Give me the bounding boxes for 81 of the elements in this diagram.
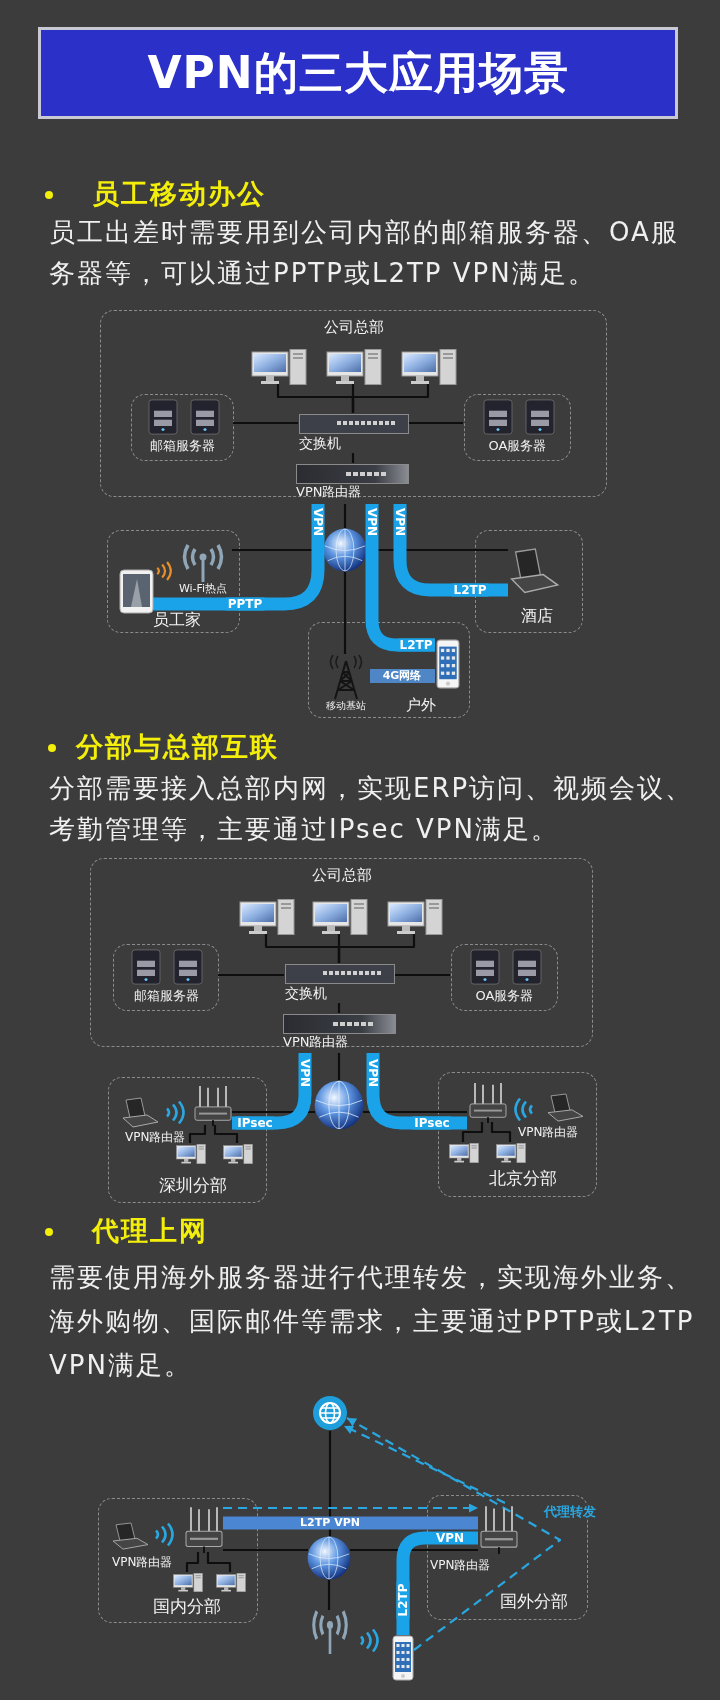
- dashed-group-box: [451, 944, 558, 1011]
- device-label: VPN路由器: [112, 1555, 173, 1569]
- group-label: 国外分部: [500, 1592, 568, 1612]
- connection-line: [337, 934, 416, 963]
- connection-line: [213, 1125, 239, 1143]
- connection-line: [394, 973, 450, 977]
- dashed-group-box: [131, 394, 234, 461]
- tunnel-label: VPN: [394, 506, 406, 538]
- group-label: 公司总部: [323, 319, 384, 337]
- connection-line: [232, 1110, 315, 1114]
- vpn-tunnel: [223, 1516, 478, 1530]
- paragraph: 员工出差时需要用到公司内部的邮箱服务器、OA服务器等，可以通过PPTP或L2TP VPN满足。: [49, 216, 680, 290]
- edge-label: IPsec: [412, 1116, 452, 1130]
- edge-label: IPsec: [235, 1116, 275, 1130]
- group-label: 国内分部: [153, 1597, 221, 1617]
- device-label: VPN路由器: [125, 1130, 186, 1144]
- dashed-arrow: [223, 1503, 478, 1513]
- group-label: 户外: [406, 697, 436, 715]
- dashed-group-box: [98, 1498, 258, 1623]
- device-label: VPN路由器: [283, 1035, 349, 1050]
- group-label: OA服务器: [475, 989, 534, 1004]
- group-label: 公司总部: [311, 867, 372, 885]
- connection-line: [351, 384, 430, 413]
- paragraph: 需要使用海外服务器进行代理转发，实现海外业务、海外购物、国际邮件等需求，主要通过PPTP或L2TP VPN满足。: [49, 1261, 696, 1382]
- group-label: 邮箱服务器: [133, 989, 199, 1004]
- tunnel-label: VPN: [434, 1532, 466, 1544]
- connection-line: [461, 1122, 484, 1142]
- double-arrow: [370, 669, 435, 683]
- section-heading: 代理上网: [92, 1214, 208, 1248]
- device-label: VPN路由器: [430, 1558, 491, 1572]
- connection-line: [327, 1580, 331, 1610]
- group-label: 北京分部: [489, 1169, 557, 1189]
- dashed-arrow: [346, 1417, 562, 1651]
- device-label: 交换机: [299, 435, 341, 452]
- edge-label: L2TP VPN: [298, 1517, 362, 1529]
- section-heading: 员工移动办公: [92, 177, 266, 211]
- dashed-group-box: [100, 310, 607, 497]
- connection-line: [188, 1125, 207, 1143]
- connection-line: [363, 1110, 467, 1114]
- section-heading: 分部与总部互联: [76, 730, 279, 764]
- tunnel-label: VPN: [366, 506, 378, 538]
- tunnel-label: VPN: [312, 506, 324, 538]
- dashed-group-box: [90, 858, 593, 1047]
- device-label: VPN路由器: [518, 1125, 579, 1139]
- connection-line: [343, 504, 347, 528]
- dashed-group-box: [113, 944, 219, 1011]
- device-label: VPN路由器: [296, 485, 362, 500]
- edge-label: 代理转发: [542, 1505, 598, 1519]
- connection-line: [223, 1548, 308, 1552]
- group-label: 邮箱服务器: [150, 439, 215, 454]
- connection-line: [408, 421, 463, 425]
- tunnel-label: VPN: [367, 1057, 379, 1089]
- device-label: 移动基站: [326, 700, 366, 712]
- connection-line: [343, 572, 347, 654]
- vpn-tunnel: [153, 504, 325, 611]
- connection-line: [185, 1552, 200, 1572]
- edge-label: L2TP: [451, 583, 489, 597]
- group-label: OA服务器: [488, 439, 547, 454]
- edge-label: L2TP: [396, 1581, 410, 1619]
- device-label: 交换机: [285, 985, 327, 1002]
- group-label: 员工家: [153, 611, 201, 630]
- connection-line: [337, 1003, 341, 1013]
- title-banner: VPN的三大应用场景: [38, 27, 678, 119]
- connection-line: [233, 421, 298, 425]
- connection-line: [206, 1552, 232, 1572]
- edge-label: PPTP: [225, 597, 265, 611]
- connection-line: [350, 1548, 478, 1552]
- group-label: 酒店: [521, 607, 553, 626]
- dashed-group-box: [464, 394, 571, 461]
- connection-line: [218, 973, 284, 977]
- tunnel-label: VPN: [299, 1057, 311, 1089]
- device-label: Wi-Fi热点: [178, 583, 228, 596]
- connection-line: [490, 1122, 512, 1142]
- connection-line: [328, 1431, 332, 1536]
- edge-label: 4G网络: [380, 670, 424, 682]
- edge-label: L2TP: [397, 638, 435, 652]
- paragraph: 分部需要接入总部内网，实现ERP访问、视频会议、考勤管理等，主要通过IPsec VPN满足。: [49, 772, 695, 846]
- dashed-arrow: [343, 1425, 506, 1504]
- group-label: 深圳分部: [159, 1176, 227, 1196]
- connection-line: [351, 453, 355, 463]
- connection-line: [337, 1053, 341, 1080]
